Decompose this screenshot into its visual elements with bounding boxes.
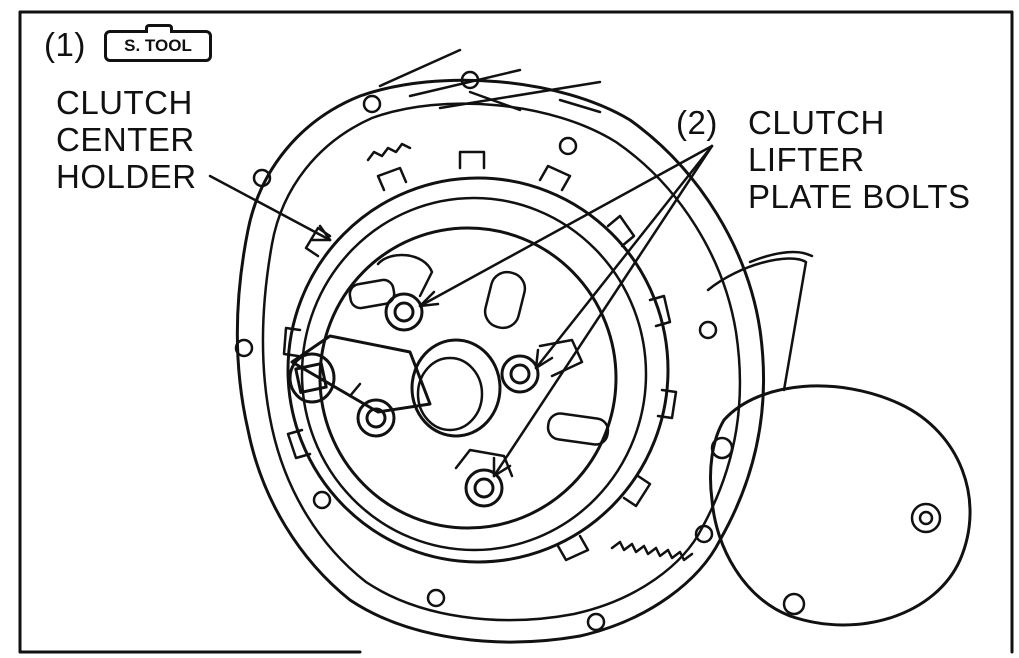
clutch-center-holder-tool — [288, 334, 432, 414]
side-cover — [709, 384, 972, 627]
bolts-label-line: CLUTCH — [748, 104, 885, 141]
square-drive-icon — [294, 362, 328, 394]
gasket-bolt-holes — [234, 70, 718, 632]
bolt-icon — [356, 292, 540, 508]
cover-gasket-outer — [235, 78, 766, 644]
pressure-plate-slots — [348, 270, 610, 446]
lifter-plate-bosses — [348, 253, 584, 478]
gear-teeth — [610, 540, 694, 562]
holder-label-line: CENTER — [56, 121, 195, 158]
cover-gasket-inner — [261, 102, 742, 622]
arrow-icon — [208, 144, 714, 478]
callout-number-2: (2) — [676, 104, 718, 141]
lifter-plate-bolts-label: CLUTCH LIFTER PLATE BOLTS — [748, 104, 971, 215]
clutch-center-holder-label: CLUTCH CENTER HOLDER — [56, 84, 197, 195]
clutch-basket-outer — [286, 176, 670, 564]
holder-label-line: HOLDER — [56, 158, 197, 195]
tool-badge-icon: S. TOOL — [104, 24, 212, 62]
side-cover-bolt-holes — [710, 436, 942, 616]
bolts-label-line: PLATE BOLTS — [748, 178, 971, 215]
figure-border — [18, 10, 1014, 654]
holder-label-line: CLUTCH — [56, 84, 193, 121]
callout-number-1: (1) — [44, 26, 86, 63]
bolts-label-line: LIFTER — [748, 141, 865, 178]
clutch-basket-ring — [300, 196, 648, 552]
clutch-center-hub — [410, 338, 502, 438]
